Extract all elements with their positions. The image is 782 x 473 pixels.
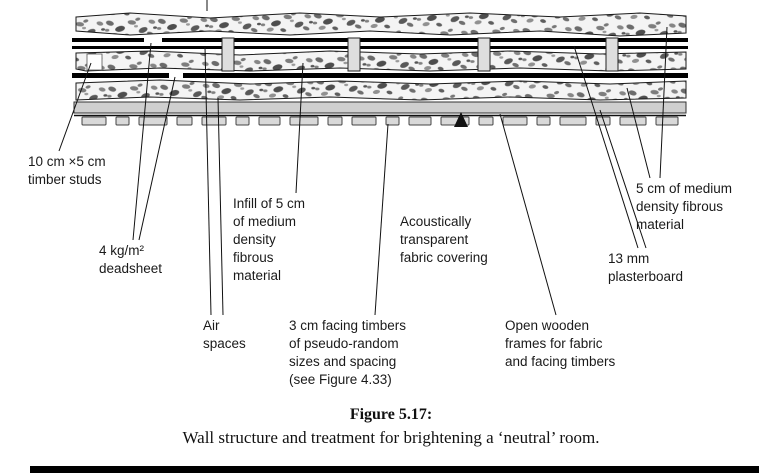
label-deadsheet: 4 kg/m² deadsheet	[99, 243, 163, 276]
leader-open-frames	[499, 113, 557, 316]
fibrous-layer-bottom	[75, 79, 687, 101]
label-air-spaces: Air spaces	[203, 318, 246, 351]
timber-stud-left	[86, 53, 103, 71]
figure-caption-text: Wall structure and treatment for brighte…	[182, 428, 600, 447]
deadsheet-upper-layer	[72, 38, 688, 42]
fibrous-layer-top	[75, 12, 687, 37]
label-fabric-covering: Acoustically transparent fabric covering	[400, 214, 488, 265]
plasterboard-layer	[73, 101, 687, 114]
leader-lines	[58, 0, 668, 316]
label-fibrous-material: 5 cm of medium density fibrous material	[636, 181, 733, 232]
label-infill: Infill of 5 cm of medium density fibrous…	[233, 196, 306, 283]
label-plasterboard: 13 mm plasterboard	[608, 251, 684, 284]
leader-gap	[144, 37, 162, 43]
fibrous-layer-middle	[75, 50, 687, 72]
leader-plasterboard-2	[573, 45, 639, 249]
label-facing-timbers: 3 cm facing timbers of pseudo-random siz…	[289, 318, 407, 387]
bottom-rule	[30, 466, 759, 473]
leader-deadsheet-2	[138, 76, 176, 241]
figure-caption-title: Figure 5.17:	[349, 406, 433, 423]
inner-sheet-layer	[72, 46, 688, 49]
leader-plasterboard-1	[599, 109, 647, 249]
leader-facing-timbers	[374, 123, 389, 316]
leader-infill	[295, 62, 304, 194]
figure-caption: Figure 5.17: Wall structure and treatmen…	[0, 404, 782, 450]
leader-air-space-1	[204, 46, 212, 316]
facing-timber-blocks	[81, 116, 679, 126]
deadsheet-layer	[72, 73, 688, 78]
leader-gap	[169, 72, 183, 79]
leader-air-space-2	[217, 97, 224, 316]
leader-fibrous-2	[626, 87, 651, 179]
label-timber-studs: 10 cm ×5 cm timber studs	[28, 154, 106, 187]
leader-deadsheet-1	[132, 42, 152, 241]
up-arrow-icon	[454, 112, 468, 127]
label-open-frames: Open wooden frames for fabric and facing…	[505, 318, 616, 369]
leader-fibrous-1	[659, 26, 668, 179]
leader-timber-studs	[58, 62, 92, 152]
timber-studs	[221, 37, 619, 72]
